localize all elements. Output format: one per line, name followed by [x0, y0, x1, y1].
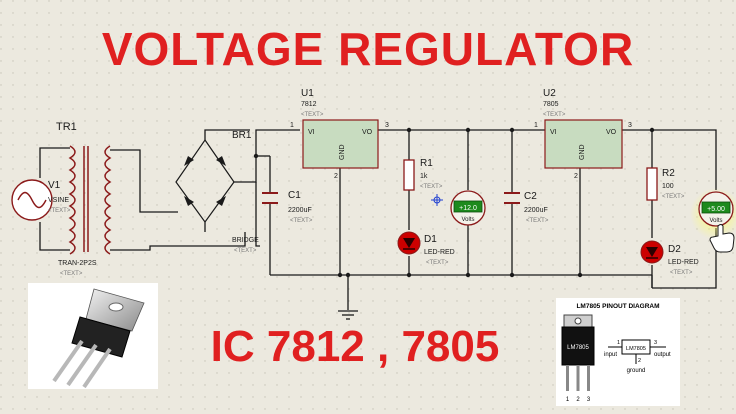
r2-value: 100 [662, 183, 674, 190]
u2-pin3: 3 [628, 122, 632, 129]
u2-value: 7805 [543, 101, 559, 108]
junction-dots [253, 127, 655, 278]
d1-ref: D1 [424, 234, 437, 245]
pinout-diagram: LM7805 PINOUT DIAGRAM LM7805 1 2 3 LM780… [556, 298, 680, 406]
regulator-ic-photo [28, 283, 158, 389]
d2-text: <TEXT> [670, 270, 693, 276]
pinout-pin3-number: 3 [654, 340, 657, 346]
u2-regulator: U2 7805 <TEXT> VI VO GND 1 3 2 [534, 88, 632, 180]
u1-pin1: 1 [290, 122, 294, 129]
page-title: VOLTAGE REGULATOR [101, 23, 635, 75]
d2-ref: D2 [668, 244, 681, 255]
pinout-output-label: output [654, 352, 671, 358]
br1-ref: BR1 [232, 130, 252, 141]
u2-pin2: 2 [574, 173, 578, 180]
br1-value: BRIDGE [232, 237, 259, 244]
pinout-chip-label: LM7805 [567, 345, 589, 351]
voltmeter-1-reading: +12.0 [459, 205, 477, 212]
c2-capacitor: C2 2200uF <TEXT> [504, 191, 549, 224]
u1-pin2: 2 [334, 173, 338, 180]
tr1-ref: TR1 [56, 121, 77, 133]
voltmeter-2-reading: +5.00 [707, 206, 725, 213]
d1-text: <TEXT> [426, 260, 449, 266]
u2-pin-vi: VI [550, 129, 557, 136]
voltmeter-2: +5.00 Volts [690, 188, 736, 240]
d2-led: D2 LED-RED <TEXT> [640, 240, 699, 276]
c2-value: 2200uF [524, 207, 548, 214]
c1-capacitor: C1 2200uF <TEXT> [262, 190, 313, 224]
r2-text: <TEXT> [662, 194, 685, 200]
u1-pin-vi: VI [308, 129, 315, 136]
c1-text: <TEXT> [290, 218, 313, 224]
u1-regulator: U1 7812 <TEXT> VI VO GND 1 3 2 [290, 88, 389, 180]
voltmeter-2-unit: Volts [709, 218, 722, 224]
c2-text: <TEXT> [526, 218, 549, 224]
r1-ref: R1 [420, 158, 433, 169]
wires [39, 129, 717, 310]
u2-pin-gnd: GND [579, 144, 586, 160]
to220-package-icon [52, 288, 145, 389]
br1-text: <TEXT> [234, 248, 257, 254]
d2-value: LED-RED [668, 259, 699, 266]
pinout-input-label: input [604, 352, 617, 358]
r2-resistor: R2 100 <TEXT> [646, 167, 685, 201]
pinout-leg-3: 3 [587, 397, 591, 403]
r1-resistor: R1 1k <TEXT> [403, 158, 443, 191]
pinout-title: LM7805 PINOUT DIAGRAM [576, 303, 659, 310]
d1-value: LED-RED [424, 249, 455, 256]
pinout-leg-2: 2 [576, 397, 580, 403]
tr1-value: TRAN-2P2S [58, 260, 97, 267]
pinout-ground-label: ground [627, 368, 646, 374]
c1-value: 2200uF [288, 207, 312, 214]
pinout-leg-1: 1 [566, 397, 570, 403]
u2-text: <TEXT> [543, 112, 566, 118]
u1-pin-gnd: GND [339, 144, 346, 160]
c2-ref: C2 [524, 191, 537, 202]
r1-value: 1k [420, 173, 428, 180]
u2-ref: U2 [543, 88, 556, 99]
pinout-box-label: LM7805 [626, 346, 646, 352]
v1-value: VSINE [48, 197, 69, 204]
v1-sine-source: V1 VSINE <TEXT> [11, 179, 71, 221]
ic-subtitle: IC 7812 , 7805 [210, 322, 500, 371]
hand-cursor-icon [709, 224, 735, 253]
c1-ref: C1 [288, 190, 301, 201]
voltmeter-1-unit: Volts [461, 217, 474, 223]
r1-text: <TEXT> [420, 184, 443, 190]
u1-pin3: 3 [385, 122, 389, 129]
br1-bridge-rectifier: BR1 BRIDGE <TEXT> [175, 130, 259, 254]
v1-text: <TEXT> [48, 208, 71, 214]
pinout-pin2-number: 2 [638, 358, 641, 364]
u1-pin-vo: VO [362, 129, 373, 136]
tr1-transformer: TR1 TRAN-2P2S <TEXT> [56, 121, 112, 277]
r2-ref: R2 [662, 168, 675, 179]
u1-value: 7812 [301, 101, 317, 108]
v1-ref: V1 [48, 180, 61, 191]
pinout-pin1-number: 1 [617, 340, 620, 346]
u1-ref: U1 [301, 88, 314, 99]
tr1-text: <TEXT> [60, 271, 83, 277]
voltmeter-1: +12.0 Volts [450, 190, 486, 226]
ground-symbol [338, 310, 358, 320]
u2-pin-vo: VO [606, 129, 617, 136]
d1-led: D1 LED-RED <TEXT> [397, 231, 455, 266]
u1-text: <TEXT> [301, 112, 324, 118]
u2-pin1: 1 [534, 122, 538, 129]
probe-cursor-icon [431, 194, 443, 206]
